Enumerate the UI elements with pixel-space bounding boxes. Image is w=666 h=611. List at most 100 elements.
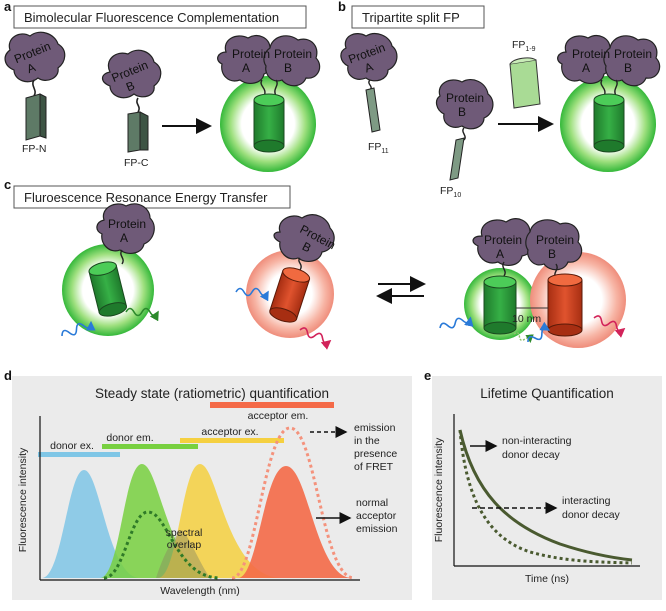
excitation-wave xyxy=(439,316,474,329)
donor-barrel-top xyxy=(483,275,517,289)
b-complex-a-label-1: Protein xyxy=(572,47,610,61)
panel-a-letter: a xyxy=(4,0,12,14)
excitation-wave xyxy=(61,320,96,337)
acceptor-barrel-bottom xyxy=(547,323,583,337)
donor-ex-range-bar xyxy=(38,452,120,457)
fret-note-1: emission xyxy=(354,422,396,434)
linker xyxy=(298,257,302,271)
y-axis-label: Fluorescence intensity xyxy=(17,447,29,552)
fret-acceptor: Protein B xyxy=(235,214,338,350)
complex-protein-a xyxy=(217,35,275,84)
fp1-9-barrel-top xyxy=(509,57,537,65)
linker xyxy=(120,249,124,265)
fp-n-label: FP-N xyxy=(22,143,47,155)
donor-ex-curve xyxy=(42,470,140,578)
protein-b-shape xyxy=(101,49,162,99)
distance-label: 10 nm xyxy=(512,313,541,325)
panel-a: a Bimolecular Fluorescence Complementati… xyxy=(4,0,321,172)
acceptor-ex-range-bar xyxy=(180,438,284,443)
fp1-9-barrel xyxy=(509,59,541,109)
panel-c: c Fluroescence Resonance Energy Transfer… xyxy=(4,177,626,350)
emission-wave xyxy=(299,327,332,350)
protein-a-shape xyxy=(96,203,155,254)
c-complex-a-label-2: A xyxy=(496,247,504,261)
panel-e-background xyxy=(432,376,662,600)
protein-b-shape xyxy=(435,79,494,130)
complex-protein-b xyxy=(263,35,321,87)
complex-b-label-2: B xyxy=(284,61,292,75)
panel-c-title: Fluroescence Resonance Energy Transfer xyxy=(24,190,268,205)
quenched-emission-wave xyxy=(513,332,534,343)
normal-note-3: emission xyxy=(356,523,398,535)
c-complex-b-label-2: B xyxy=(548,247,556,261)
acceptor-emission-wave xyxy=(593,315,626,338)
fret-note-3: presence xyxy=(354,448,397,460)
fp-n-fragment-side xyxy=(39,93,47,139)
panel-e: e Lifetime Quantification Fluorescence i… xyxy=(424,368,662,600)
fp-c-fragment-side xyxy=(139,111,149,151)
complex-a-label-1: Protein xyxy=(232,47,270,61)
complex-protein-b xyxy=(603,35,661,87)
b-protein-b-label-1: Protein xyxy=(446,91,484,105)
c-complex-b-label-1: Protein xyxy=(536,233,574,247)
acceptor-em-label: acceptor em. xyxy=(248,410,309,422)
x-axis-label: Time (ns) xyxy=(525,573,569,585)
fret-complex: Protein A Protein B 10 nm xyxy=(439,218,626,348)
b-complex-b-label-2: B xyxy=(624,61,632,75)
fp-barrel-bottom xyxy=(593,139,625,153)
acceptor-em-range-bar xyxy=(210,402,334,408)
acceptor-barrel-top xyxy=(547,273,583,287)
protein-b-fp10: Protein B FP10 xyxy=(435,79,494,199)
fp-barrel xyxy=(593,99,625,147)
donor-em-range-bar xyxy=(102,444,198,449)
noninteracting-label-2: donor decay xyxy=(502,449,561,461)
fp-n-fragment xyxy=(25,93,41,141)
interacting-label-1: interacting xyxy=(562,495,611,507)
fp-c-label: FP-C xyxy=(124,157,149,169)
y-axis-label: Fluorescence intensity xyxy=(433,437,445,542)
emission-wave xyxy=(125,307,159,322)
panel-d: d Steady state (ratiometric) quantificat… xyxy=(4,368,412,600)
acceptor-ex-curve xyxy=(158,464,282,578)
excitation-wave xyxy=(235,287,269,302)
acceptor-ex-label: acceptor ex. xyxy=(201,426,258,438)
fp10-strand xyxy=(449,137,465,181)
acceptor-barrel xyxy=(547,279,583,331)
donor-ex-label: donor ex. xyxy=(50,440,94,452)
complex-protein-a xyxy=(557,35,615,84)
donor-barrel-bottom xyxy=(483,321,517,335)
panel-b: b Tripartite split FP Protein A FP11 FP1… xyxy=(338,0,661,199)
acceptor-barrel-top xyxy=(282,267,311,283)
protein-a-shape xyxy=(4,31,66,83)
x-axis-label: Wavelength (nm) xyxy=(160,585,240,597)
protein-a-fp11: Protein A FP11 xyxy=(340,33,398,155)
protein-b-shape xyxy=(273,214,335,262)
fret-donor: Protein A xyxy=(61,203,159,337)
linker xyxy=(32,79,36,97)
fp11-strand xyxy=(365,87,381,133)
fp-barrel-bottom xyxy=(253,139,285,153)
panel-b-title-box xyxy=(351,5,485,29)
complex-protein-b xyxy=(525,219,583,271)
c-complex-a-label-1: Protein xyxy=(484,233,522,247)
quenched-donor-emission-curve xyxy=(103,510,221,580)
complex-protein-a xyxy=(472,218,535,266)
panel-d-title: Steady state (ratiometric) quantificatio… xyxy=(95,386,329,401)
fp1-9-label: FP1-9 xyxy=(512,39,536,53)
panel-b-title: Tripartite split FP xyxy=(362,10,460,25)
tripartite-complex: Protein A Protein B xyxy=(557,35,661,172)
noninteracting-decay-curve xyxy=(458,429,633,562)
energy-transfer-wave xyxy=(527,321,551,343)
panel-e-letter: e xyxy=(424,368,431,383)
fp10-label: FP10 xyxy=(440,185,461,199)
b-complex-a-label-2: A xyxy=(582,61,590,75)
protein-a-shape xyxy=(340,33,398,82)
normal-note-1: normal xyxy=(356,497,388,509)
protein-b-molecule: Protein B FP-C xyxy=(101,49,162,169)
donor-barrel-bottom xyxy=(98,302,127,317)
complex-a-label-2: A xyxy=(242,61,250,75)
donor-em-label: donor em. xyxy=(106,432,153,444)
fret-note-4: of FRET xyxy=(354,461,394,473)
